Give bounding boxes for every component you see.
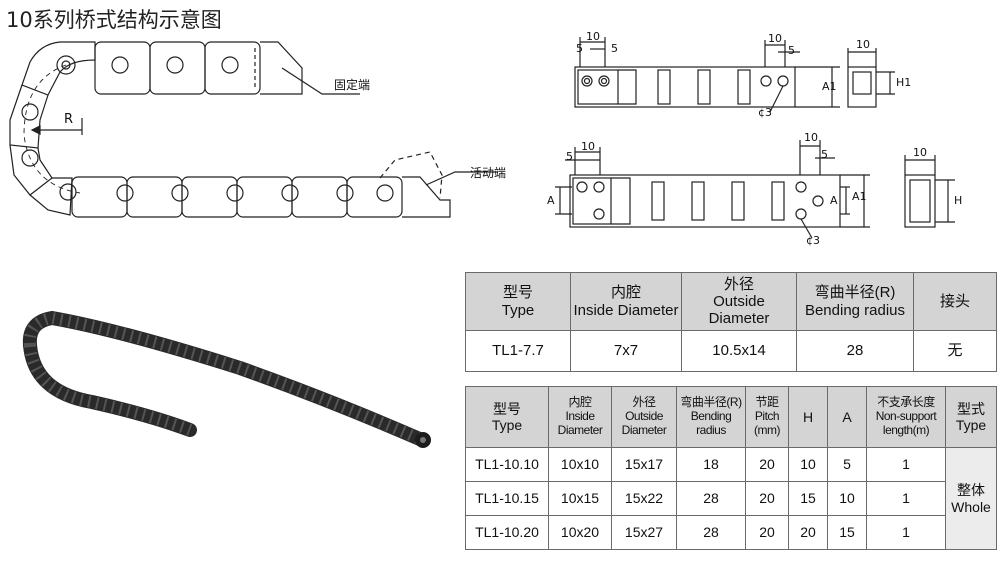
dim-5-top-right: 5 — [611, 42, 618, 55]
cell-non-support: 1 — [866, 447, 946, 482]
dim-a-mid-left: A — [547, 194, 555, 207]
cell-pitch: 20 — [745, 447, 789, 482]
cell-h: 10 — [788, 447, 828, 482]
cell-radius: 28 — [676, 515, 746, 550]
header-bending-radius: 弯曲半径(R)Bending radius — [796, 272, 914, 331]
cell-connector: 无 — [913, 330, 997, 372]
front-view-drawing — [555, 140, 955, 239]
dim-width-top-side: 10 — [856, 38, 870, 51]
cell-outside: 15x22 — [611, 481, 677, 516]
movable-end-label: 活动端 — [470, 166, 507, 180]
dim-pitch-mid-right: 10 — [804, 131, 818, 144]
radius-label: R — [64, 112, 74, 127]
cell-outside: 15x27 — [611, 515, 677, 550]
dim-a-mid-right: A — [830, 194, 838, 207]
cell-pitch: 20 — [745, 515, 789, 550]
dim-h-mid-side: H — [954, 194, 963, 207]
cell-inside: 10x10 — [548, 447, 612, 482]
cell-a: 5 — [827, 447, 867, 482]
dim-phi3-top: ¢3 — [758, 106, 772, 119]
cell-inside: 7x7 — [570, 330, 682, 372]
dim-5-mid-right: 5 — [821, 148, 828, 161]
fixed-end-label: 固定端 — [334, 78, 371, 92]
chain-schematic — [9, 41, 498, 218]
table-row: TL1-10.15 10x15 15x22 28 20 15 10 1 — [465, 481, 997, 516]
cell-type: TL1-10.20 — [465, 515, 549, 550]
cell-h: 15 — [788, 481, 828, 516]
cell-non-support: 1 — [866, 481, 946, 516]
page-title: 10系列桥式结构示意图 — [6, 8, 222, 32]
cell-type: TL1-10.10 — [465, 447, 549, 482]
cell-h: 20 — [788, 515, 828, 550]
dim-pitch-top: 10 — [586, 30, 600, 43]
table-row: TL1-10.20 10x20 15x27 28 20 20 15 1 — [465, 515, 997, 550]
header-a: A — [827, 386, 867, 448]
cell-pitch: 20 — [745, 481, 789, 516]
dim-5-top-left: 5 — [576, 42, 583, 55]
dim-pitch-top-right: 10 — [768, 32, 782, 45]
dim-a1-top: A1 — [822, 80, 837, 93]
cell-outside: 15x17 — [611, 447, 677, 482]
chain-photo — [22, 310, 431, 448]
cell-a: 10 — [827, 481, 867, 516]
header-h: H — [788, 386, 828, 448]
cell-inside: 10x15 — [548, 481, 612, 516]
dim-5-mid-left: 5 — [566, 150, 573, 163]
dim-phi3-mid: ¢3 — [806, 234, 820, 247]
cell-outside: 10.5x14 — [681, 330, 797, 372]
top-view-drawing — [574, 37, 895, 113]
dim-5-top-far: 5 — [788, 44, 795, 57]
cell-non-support: 1 — [866, 515, 946, 550]
cell-type: TL1-7.7 — [465, 330, 571, 372]
cell-a: 15 — [827, 515, 867, 550]
dim-a1-mid: A1 — [852, 190, 867, 203]
cell-radius: 28 — [676, 481, 746, 516]
header-bending-radius: 弯曲半径(R)Bending radius — [676, 386, 746, 448]
dim-width-mid-side: 10 — [913, 146, 927, 159]
cell-inside: 10x20 — [548, 515, 612, 550]
cell-type: TL1-10.15 — [465, 481, 549, 516]
header-connector: 接头 — [913, 272, 997, 331]
dim-pitch-mid: 10 — [581, 140, 595, 153]
cell-radius: 28 — [796, 330, 914, 372]
dim-h1-top-side: H1 — [896, 76, 912, 89]
cell-radius: 18 — [676, 447, 746, 482]
table-row: TL1-7.7 7x7 10.5x14 28 无 — [465, 330, 997, 372]
